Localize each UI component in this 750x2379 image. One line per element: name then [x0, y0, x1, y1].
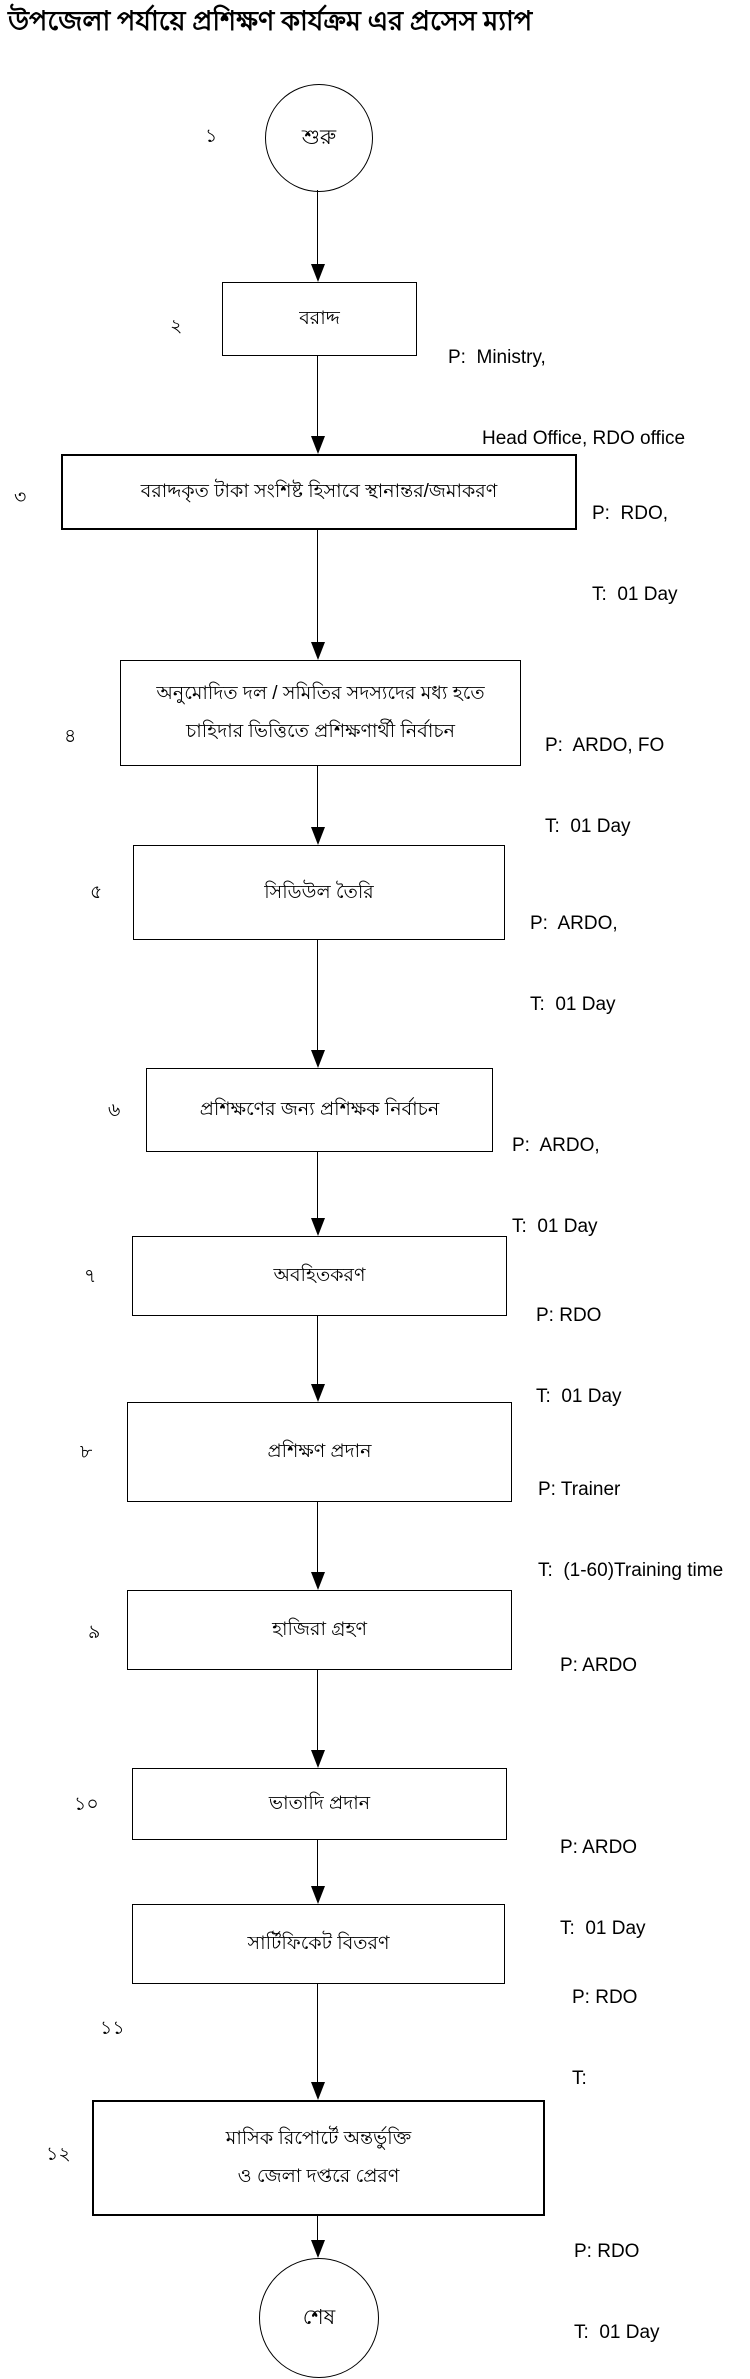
arrow-down-icon	[311, 827, 325, 845]
page-title: উপজেলা পর্যায়ে প্রশিক্ষণ কার্যক্রম এর প…	[8, 6, 533, 36]
process-box-7-label: অবহিতকরণ	[273, 1265, 366, 1286]
process-box-12: মাসিক রিপোর্টে অন্তর্ভুক্তি ও জেলা দপ্তর…	[92, 2100, 545, 2216]
process-box-5: সিডিউল তৈরি	[133, 845, 505, 940]
flow-arrow-line	[317, 1840, 318, 1886]
annotation-7: P: RDO T: 01 Day	[536, 1248, 622, 1464]
arrow-down-icon	[311, 1572, 325, 1590]
process-box-4-label2: চাহিদার ভিত্তিতে প্রশিক্ষণার্থী নির্বাচন	[186, 721, 455, 742]
annotation-10: P: ARDO T: 01 Day	[560, 1780, 646, 1996]
process-box-6: প্রশিক্ষণের জন্য প্রশিক্ষক নির্বাচন	[146, 1068, 493, 1152]
arrow-down-icon	[311, 2082, 325, 2100]
annotation-12-t: T: 01 Day	[574, 2322, 660, 2343]
process-box-9: হাজিরা গ্রহণ	[127, 1590, 512, 1670]
annotation-6-p: P: ARDO,	[512, 1135, 600, 1156]
step-number-9: ৯	[88, 1622, 101, 1643]
end-terminator: শেষ	[259, 2258, 379, 2378]
process-box-9-label: হাজিরা গ্রহণ	[272, 1619, 367, 1640]
flow-arrow-line	[317, 190, 318, 264]
annotation-5: P: ARDO, T: 01 Day	[530, 856, 618, 1072]
flow-arrow-line	[317, 1316, 318, 1384]
annotation-10-p: P: ARDO	[560, 1837, 638, 1858]
step-number-3: ৩	[14, 487, 27, 508]
process-box-2: বরাদ্দ	[222, 282, 417, 356]
annotation-12: P: RDO T: 01 Day	[574, 2184, 660, 2379]
annotation-11-t: T:	[572, 2068, 587, 2089]
start-label: শুরু	[301, 125, 337, 149]
annotation-2: P: Ministry, Head Office, RDO office	[448, 290, 685, 506]
annotation-6: P: ARDO, T: 01 Day	[512, 1078, 600, 1294]
arrow-down-icon	[311, 436, 325, 454]
step-number-10: ১০	[74, 1794, 99, 1815]
process-box-8-label: প্রশিক্ষণ প্রদান	[267, 1441, 372, 1462]
arrow-down-icon	[311, 642, 325, 660]
annotation-2-p: P: Ministry,	[448, 347, 546, 368]
arrow-down-icon	[311, 1050, 325, 1068]
process-box-8: প্রশিক্ষণ প্রদান	[127, 1402, 512, 1502]
step-number-4: ৪	[64, 726, 77, 747]
arrow-down-icon	[311, 1750, 325, 1768]
annotation-4-t: T: 01 Day	[545, 816, 631, 837]
process-box-4: অনুমোদিত দল / সমিতির সদস্যদের মধ্য হতে চ…	[120, 660, 521, 766]
process-box-7: অবহিতকরণ	[132, 1236, 507, 1316]
arrow-down-icon	[311, 264, 325, 282]
flow-arrow-line	[317, 1670, 318, 1750]
step-number-1: ১	[205, 126, 218, 147]
flow-arrow-line	[317, 766, 318, 827]
annotation-7-t: T: 01 Day	[536, 1386, 622, 1407]
process-box-5-label: সিডিউল তৈরি	[264, 881, 374, 903]
step-number-6: ৬	[108, 1100, 121, 1121]
flow-arrow-line	[317, 1152, 318, 1218]
process-box-11-label: সার্টিফিকেট বিতরণ	[247, 1933, 390, 1954]
process-box-3-label: বরাদ্দকৃত টাকা সংশিষ্ট হিসাবে স্থানান্তর…	[140, 481, 498, 502]
arrow-down-icon	[311, 1218, 325, 1236]
annotation-8-t: T: (1-60)Training time	[538, 1560, 724, 1581]
step-number-5: ৫	[90, 882, 103, 903]
annotation-11: P: RDO T:	[572, 1930, 637, 2146]
annotation-9: P: ARDO	[560, 1598, 637, 1733]
flow-arrow-line	[317, 940, 318, 1050]
process-box-11: সার্টিফিকেট বিতরণ	[132, 1904, 505, 1984]
annotation-9-p: P: ARDO	[560, 1655, 638, 1676]
annotation-3-t: T: 01 Day	[592, 584, 678, 605]
process-box-10-label: ভাতাদি প্রদান	[268, 1793, 371, 1814]
annotation-4-p: P: ARDO, FO	[545, 735, 665, 756]
step-number-2: ২	[170, 316, 183, 337]
end-label: শেষ	[302, 2305, 336, 2329]
process-box-2-label: বরাদ্দ	[299, 308, 340, 329]
annotation-5-t: T: 01 Day	[530, 994, 616, 1015]
annotation-12-p: P: RDO	[574, 2241, 640, 2262]
arrow-down-icon	[311, 2240, 325, 2258]
process-box-12-label: মাসিক রিপোর্টে অন্তর্ভুক্তি	[225, 2128, 412, 2149]
flow-arrow-line	[317, 2216, 318, 2240]
flow-arrow-line	[317, 530, 318, 642]
flow-arrow-line	[317, 356, 318, 436]
annotation-6-t: T: 01 Day	[512, 1216, 598, 1237]
arrow-down-icon	[311, 1886, 325, 1904]
annotation-10-t: T: 01 Day	[560, 1918, 646, 1939]
annotation-5-p: P: ARDO,	[530, 913, 618, 934]
flow-arrow-line	[317, 1984, 318, 2082]
process-box-6-label: প্রশিক্ষণের জন্য প্রশিক্ষক নির্বাচন	[199, 1099, 440, 1120]
step-number-8: ৮	[80, 1442, 93, 1463]
flow-arrow-line	[317, 1502, 318, 1572]
process-box-10: ভাতাদি প্রদান	[132, 1768, 507, 1840]
process-box-3: বরাদ্দকৃত টাকা সংশিষ্ট হিসাবে স্থানান্তর…	[61, 454, 577, 530]
step-number-11: ১১	[100, 2018, 125, 2039]
step-number-12: ১২	[46, 2144, 71, 2165]
process-box-12-label2: ও জেলা দপ্তরে প্রেরণ	[237, 2166, 400, 2187]
step-number-7: ৭	[84, 1266, 97, 1287]
arrow-down-icon	[311, 1384, 325, 1402]
annotation-7-p: P: RDO	[536, 1305, 602, 1326]
annotation-2-p2: Head Office, RDO office	[482, 428, 686, 449]
annotation-3-p: P: RDO,	[592, 503, 669, 524]
annotation-8-p: P: Trainer	[538, 1479, 621, 1500]
annotation-8: P: Trainer T: (1-60)Training time	[538, 1422, 723, 1638]
annotation-11-p: P: RDO	[572, 1987, 638, 2008]
annotation-3: P: RDO, T: 01 Day	[592, 446, 678, 662]
start-terminator: শুরু	[265, 84, 373, 192]
process-box-4-label: অনুমোদিত দল / সমিতির সদস্যদের মধ্য হতে	[156, 683, 485, 704]
annotation-4: P: ARDO, FO T: 01 Day	[545, 678, 664, 894]
